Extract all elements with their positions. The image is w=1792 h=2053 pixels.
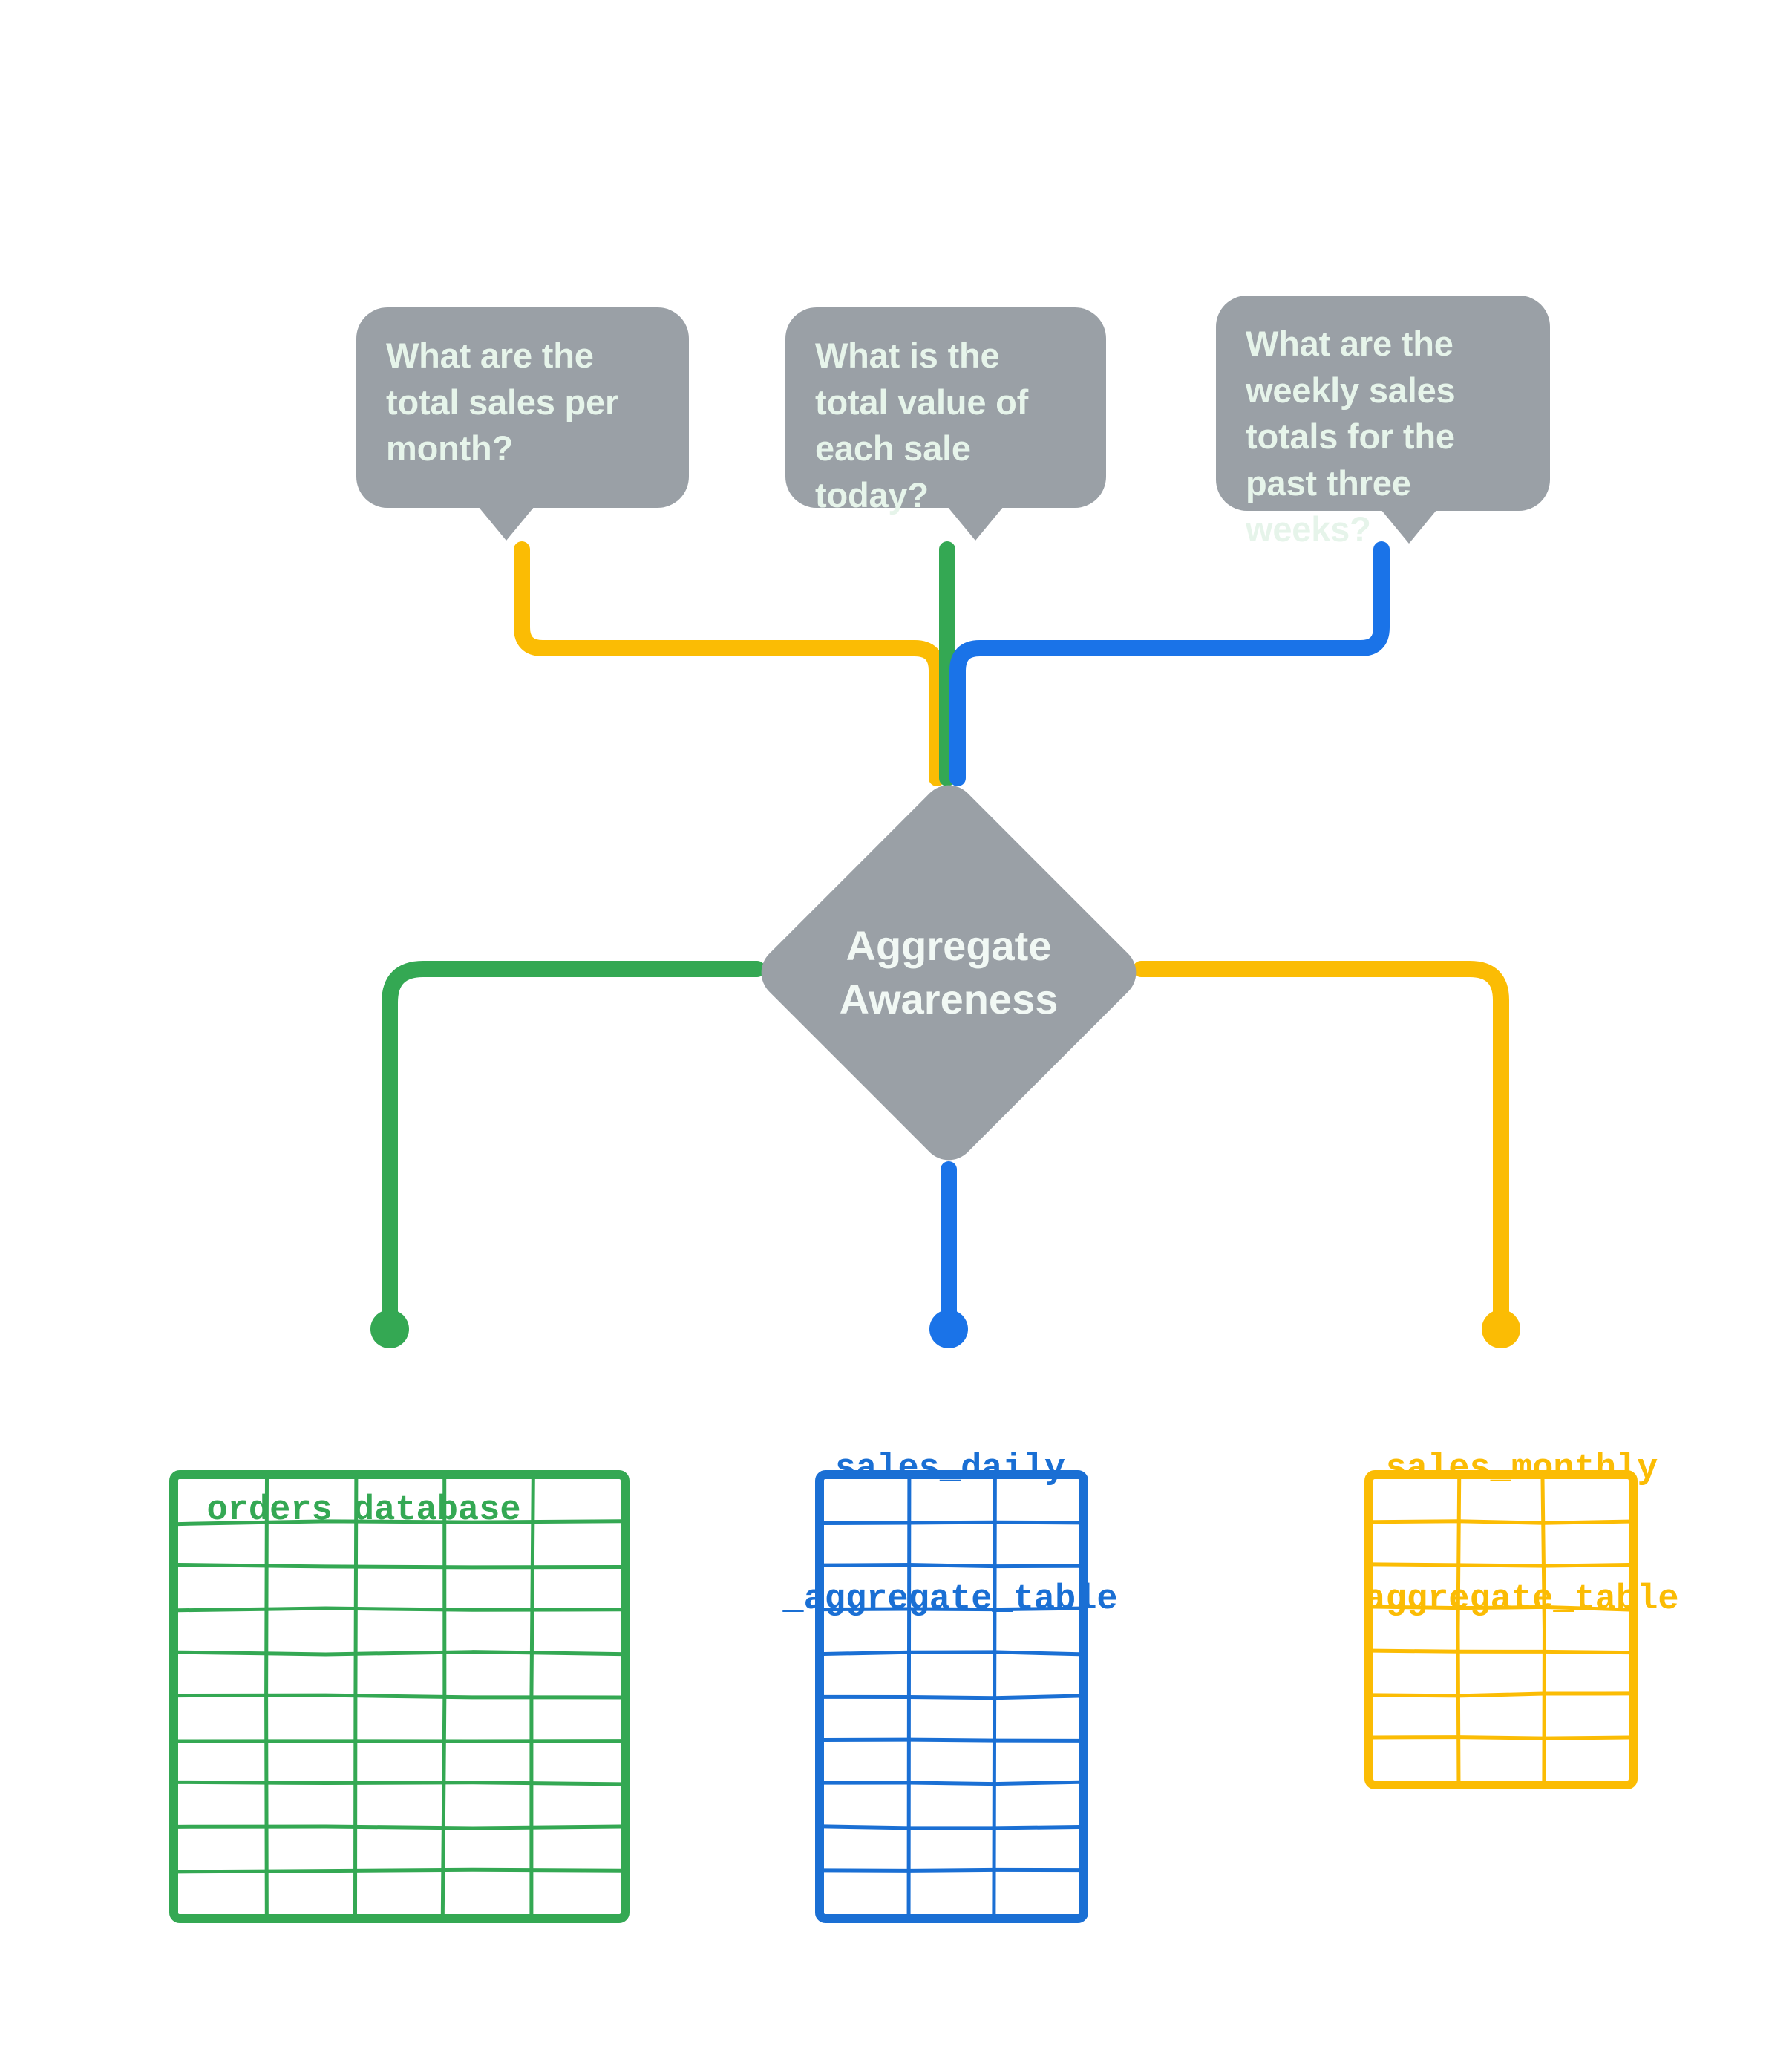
table-label-line2: _aggregate_table (782, 1579, 1118, 1619)
connector-green-bottom (382, 961, 765, 1330)
table-grid-sales-daily-aggregate-table[interactable] (815, 1470, 1088, 1923)
question-bubble-text: What are the weekly sales totals for the… (1246, 324, 1456, 549)
aggregate-awareness-node[interactable]: Aggregate Awareness (748, 772, 1149, 1173)
endpoint-dot-blue (929, 1310, 968, 1348)
endpoint-dot-yellow (1482, 1310, 1520, 1348)
bubble-tail-icon (478, 506, 534, 541)
connector-yellow-bottom (1133, 961, 1509, 1330)
diamond-label-wrapper: Aggregate Awareness (748, 772, 1149, 1173)
connector-yellow-top (514, 541, 945, 786)
question-bubble-text: What is the total value of each sale tod… (815, 336, 1029, 515)
table-label-line2: aggregate_table (1364, 1579, 1679, 1619)
endpoint-dot-green (370, 1310, 409, 1348)
table-label-sales-daily-aggregate-table: sales_daily _aggregate_table (742, 1360, 1158, 1709)
table-grid-orders-database[interactable] (169, 1470, 630, 1923)
diamond-label-line2: Awareness (839, 976, 1059, 1022)
question-bubble-total-sales-per-month[interactable]: What are the total sales per month? (356, 307, 689, 541)
table-label-line1: sales_monthly (1385, 1449, 1658, 1489)
question-bubble-weekly-sales-totals[interactable]: What are the weekly sales totals for the… (1216, 296, 1550, 549)
question-bubble-text: What are the total sales per month? (386, 336, 619, 468)
question-bubble-total-value-each-sale-today[interactable]: What is the total value of each sale tod… (785, 307, 1106, 541)
table-label-line1: sales_daily (834, 1449, 1066, 1489)
table-grid-sales-monthly-aggregate-table[interactable] (1364, 1470, 1638, 1789)
table-label-sales-monthly-aggregate-table: sales_monthly aggregate_table (1329, 1360, 1715, 1709)
connector-blue-top (949, 541, 1390, 786)
bubble-tail-icon (947, 506, 1004, 541)
bubble-tail-icon (1381, 509, 1437, 544)
diamond-label-line1: Aggregate (846, 922, 1052, 970)
